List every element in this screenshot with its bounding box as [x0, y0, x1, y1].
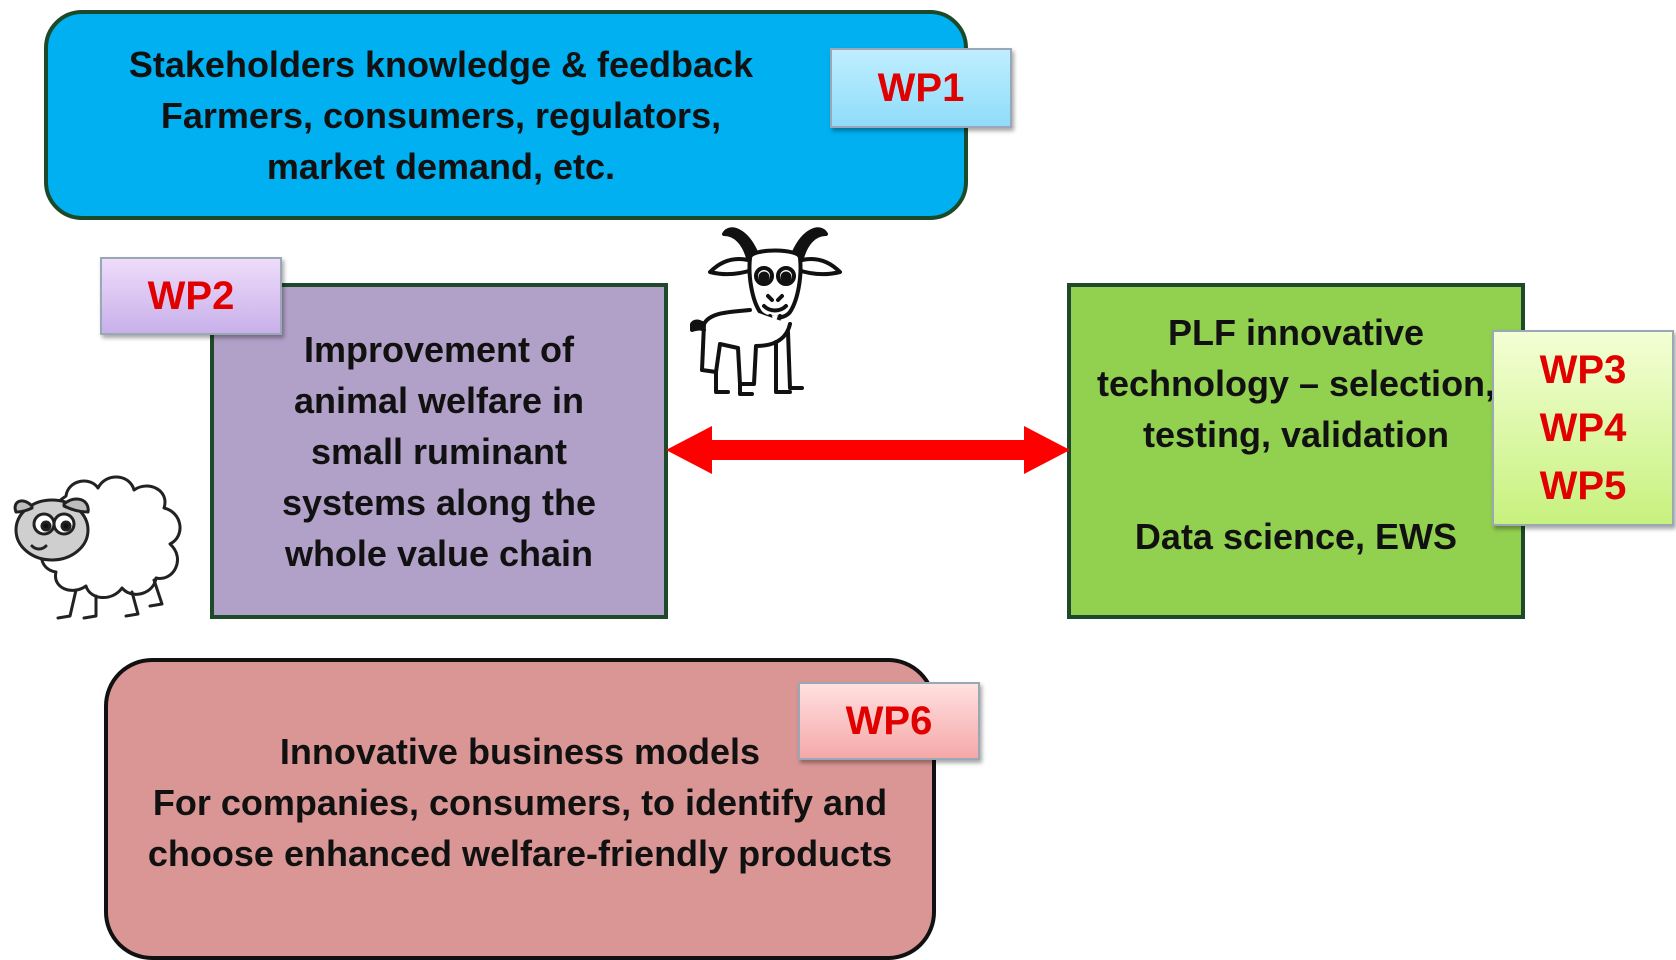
stakeholders-line-3: market demand, etc.	[266, 145, 616, 187]
wp2-text: WP2	[147, 274, 235, 318]
welfare-line-2: animal welfare in	[293, 379, 585, 421]
wp345-label: WP3 WP4 WP5	[1492, 330, 1674, 526]
business-box: Innovative business models For companies…	[104, 658, 936, 960]
business-line-1: Innovative business models	[279, 731, 761, 772]
wp1-text: WP1	[877, 66, 965, 110]
welfare-line-4: systems along the	[281, 481, 597, 523]
wp2-label: WP2	[100, 257, 282, 335]
business-line-3: choose enhanced welfare-friendly product…	[147, 833, 893, 874]
plf-line-2: technology – selection,	[1096, 363, 1496, 404]
stakeholders-line-2: Farmers, consumers, regulators,	[160, 94, 722, 136]
wp5-text: WP5	[1539, 464, 1627, 508]
sheep-icon	[13, 475, 182, 620]
double-arrow-icon	[666, 426, 1070, 474]
stakeholders-box: Stakeholders knowledge & feedback Farmer…	[44, 10, 968, 220]
plf-line-1: PLF innovative	[1167, 312, 1425, 353]
wp1-label: WP1	[830, 48, 1012, 128]
plf-line-3: testing, validation	[1142, 414, 1450, 455]
wp6-label: WP6	[798, 682, 980, 760]
welfare-line-1: Improvement of	[303, 328, 575, 370]
goat-icon	[690, 227, 842, 396]
stakeholders-line-1: Stakeholders knowledge & feedback	[128, 43, 754, 85]
plf-box: PLF innovative technology – selection, t…	[1067, 283, 1525, 619]
wp6-text: WP6	[845, 699, 933, 743]
wp3-text: WP3	[1539, 348, 1627, 392]
welfare-line-5: whole value chain	[284, 532, 594, 574]
plf-line-5: Data science, EWS	[1134, 516, 1458, 557]
welfare-line-3: small ruminant	[310, 430, 568, 472]
welfare-box: Improvement of animal welfare in small r…	[210, 283, 668, 619]
business-line-2: For companies, consumers, to identify an…	[152, 782, 888, 823]
plf-line-spacer	[1097, 460, 1495, 511]
wp4-text: WP4	[1539, 406, 1627, 450]
